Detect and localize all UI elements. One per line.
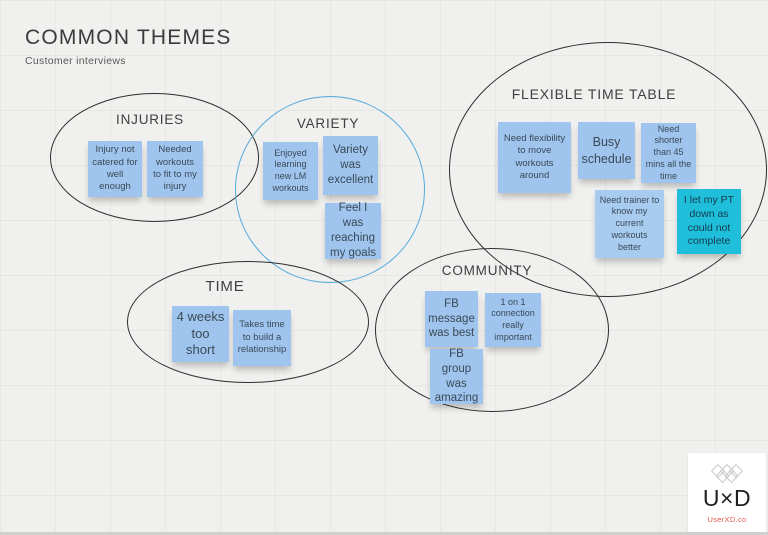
sticky-note-fb-message[interactable]: FB message was best xyxy=(425,291,478,347)
time-ellipse[interactable] xyxy=(127,261,369,383)
sticky-note-busy-schedule[interactable]: Busy schedule xyxy=(578,122,635,179)
sticky-note-injury-not-catered[interactable]: Injury not catered for well enough xyxy=(88,141,142,197)
sticky-note-fb-group[interactable]: FB group was amazing xyxy=(430,348,483,404)
sticky-note-reaching-goals[interactable]: Feel I was reaching my goals xyxy=(325,202,381,259)
injuries-label[interactable]: INJURIES xyxy=(116,112,184,127)
uxd-logo-text: U×D xyxy=(702,485,752,511)
community-label[interactable]: COMMUNITY xyxy=(441,263,533,278)
sticky-note-shorter-sessions[interactable]: Need shorter than 45 mins all the time xyxy=(641,123,696,183)
time-label[interactable]: TIME xyxy=(205,278,245,295)
sticky-note-need-flexibility[interactable]: Need flexibility to move workouts around xyxy=(498,122,571,193)
community-ellipse[interactable] xyxy=(375,248,609,412)
uxd-logo: U×D UserXD.co xyxy=(688,453,766,533)
sticky-note-trainer-know-workouts[interactable]: Need trainer to know my current workouts… xyxy=(595,190,664,258)
page-subtitle[interactable]: Customer interviews xyxy=(25,55,126,67)
diamonds-icon xyxy=(710,463,744,484)
sticky-note-1on1-connection[interactable]: 1 on 1 connection really important xyxy=(485,293,541,347)
uxd-logo-site: UserXD.co xyxy=(707,515,747,524)
flexible-time-table-label[interactable]: FLEXIBLE TIME TABLE xyxy=(511,86,677,102)
sticky-note-4-weeks-short[interactable]: 4 weeks too short xyxy=(172,306,229,362)
sticky-note-takes-time-relationship[interactable]: Takes time to build a relationship xyxy=(233,310,291,366)
page-title[interactable]: COMMON THEMES xyxy=(25,26,232,49)
sticky-note-let-pt-down[interactable]: I let my PT down as could not complete xyxy=(677,189,741,254)
variety-label[interactable]: VARIETY xyxy=(296,116,360,131)
sticky-note-enjoyed-learning[interactable]: Enjoyed learning new LM workouts xyxy=(263,142,318,200)
sticky-note-needed-workouts-injury[interactable]: Needed workouts to fit to my injury xyxy=(147,141,203,197)
sticky-note-variety-excellent[interactable]: Variety was excellent xyxy=(323,136,378,195)
flexible-time-table-ellipse[interactable] xyxy=(449,42,767,297)
